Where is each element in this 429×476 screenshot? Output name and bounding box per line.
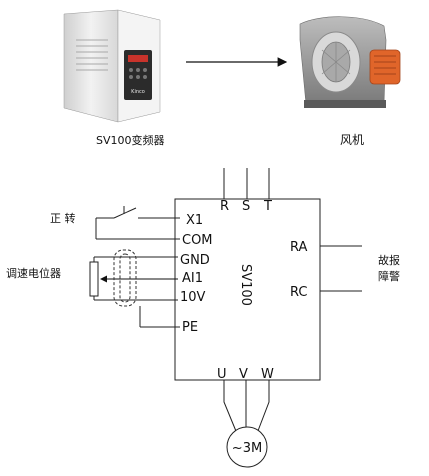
- inverter-photo: Kinco: [63, 9, 161, 123]
- inverter-brand: Kinco: [131, 89, 145, 95]
- potentiometer-label: 调速电位器: [6, 266, 61, 280]
- motor-label: ~3M: [232, 441, 262, 456]
- vent-slots: [76, 39, 108, 71]
- terminal-rc: RC: [290, 285, 307, 300]
- terminal-ra: RA: [290, 240, 308, 255]
- terminal-gnd: GND: [180, 253, 210, 268]
- motor-circle: [226, 426, 268, 468]
- motor-wires: [223, 380, 270, 437]
- forward-switch-label: 正 转: [50, 211, 76, 225]
- fan-motor-guard: [369, 49, 401, 85]
- terminal-10v: 10V: [180, 290, 206, 305]
- terminal-r: R: [220, 199, 229, 214]
- potentiometer: [89, 256, 178, 301]
- forward-switch: [95, 206, 180, 240]
- terminal-ai1: AI1: [182, 271, 203, 286]
- terminal-w: W: [261, 367, 274, 382]
- shielded-cable: [113, 249, 180, 328]
- relay-wires: [320, 245, 362, 292]
- fan-caption: 风机: [340, 133, 364, 147]
- terminal-s: S: [242, 199, 250, 214]
- supply-wires: [223, 168, 270, 199]
- terminal-x1: X1: [186, 213, 203, 228]
- terminal-u: U: [217, 367, 227, 382]
- terminal-pe: PE: [182, 320, 198, 335]
- terminal-t: T: [263, 199, 272, 214]
- terminal-v: V: [239, 367, 248, 382]
- inverter-caption: SV100变频器: [96, 133, 165, 147]
- centrifugal-fan-photo: [299, 16, 401, 108]
- fault-alarm-label-line2: 障警: [378, 269, 400, 283]
- drive-model-label: SV100: [238, 264, 253, 306]
- terminal-com: COM: [182, 233, 213, 248]
- fault-alarm-label-line1: 故报: [378, 253, 400, 267]
